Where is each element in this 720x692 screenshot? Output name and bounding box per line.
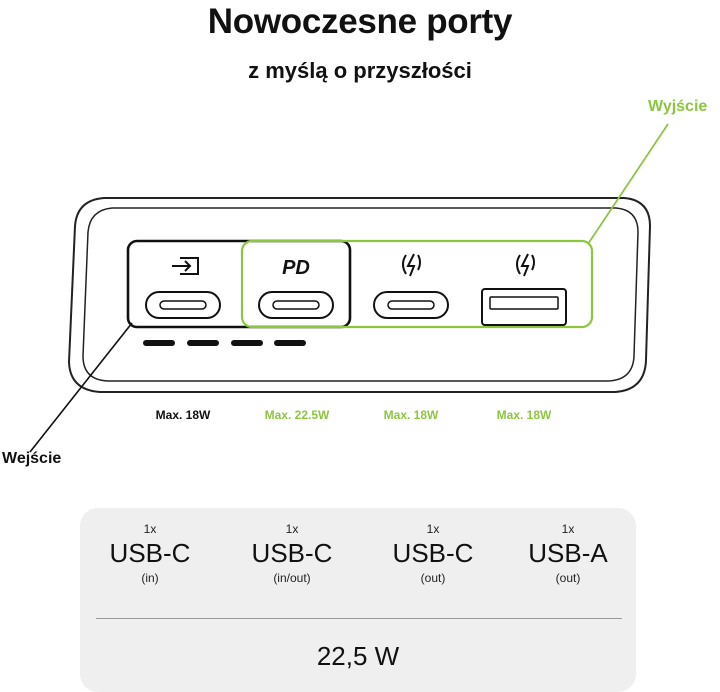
- spec-direction: (out): [420, 571, 446, 585]
- specs-panel: 1x USB-C (in) 1x USB-C (in/out) 1x USB-C…: [80, 508, 636, 692]
- spec-direction: (in): [141, 571, 159, 585]
- lightning-icon: [402, 253, 421, 277]
- input-label: Wejście: [2, 450, 62, 467]
- device-inner-outline: [82, 207, 639, 382]
- output-label: Wyjście: [648, 98, 708, 115]
- page-subtitle: z myślą o przyszłości: [248, 58, 472, 83]
- spec-direction: (out): [555, 571, 581, 585]
- output-leader-line: [587, 123, 669, 245]
- spec-item: 1x USB-C (out): [363, 522, 503, 585]
- powerbank-diagram: PD: [29, 123, 669, 453]
- battery-level-indicator: [143, 340, 306, 346]
- spec-type: USB-C: [251, 538, 333, 568]
- input-arrow-icon: [172, 257, 199, 275]
- spec-qty: 1x: [143, 522, 157, 536]
- spec-type: USB-C: [392, 538, 474, 568]
- spec-item: 1x USB-C (in): [80, 522, 220, 585]
- spec-type: USB-A: [528, 538, 608, 568]
- port-max-label: Max. 22.5W: [264, 408, 330, 422]
- divider: [96, 618, 622, 619]
- usb-c-port-inout: [258, 291, 334, 319]
- usb-c-port-out: [373, 291, 449, 319]
- spec-qty: 1x: [426, 522, 440, 536]
- usb-c-port-in: [145, 291, 221, 319]
- spec-type: USB-C: [109, 538, 191, 568]
- spec-direction: (in/out): [273, 571, 311, 585]
- port-max-label: Max. 18W: [383, 408, 439, 422]
- spec-item: 1x USB-A (out): [498, 522, 638, 585]
- output-port-frame: [240, 239, 594, 329]
- device-outer-outline: [67, 197, 652, 393]
- spec-qty: 1x: [285, 522, 299, 536]
- usb-a-port: [481, 288, 567, 326]
- port-max-label: Max. 18W: [496, 408, 552, 422]
- spec-qty: 1x: [561, 522, 575, 536]
- input-port-frame: [126, 239, 352, 329]
- port-max-label: Max. 18W: [155, 408, 211, 422]
- lightning-icon: [516, 253, 535, 277]
- pd-icon: PD: [282, 257, 310, 279]
- spec-item: 1x USB-C (in/out): [222, 522, 362, 585]
- total-power: 22,5 W: [316, 641, 400, 671]
- input-leader-line: [29, 322, 133, 453]
- page-title: Nowoczesne porty: [207, 2, 513, 41]
